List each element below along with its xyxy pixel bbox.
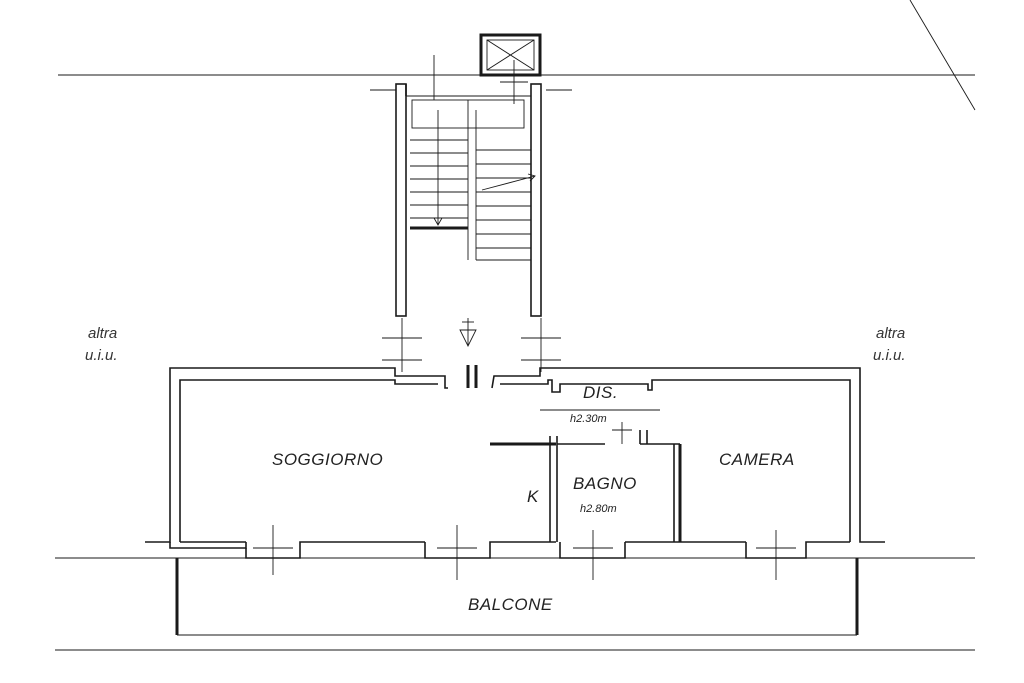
room-height-dis: h2.30m	[570, 413, 607, 425]
entrance-arrow-icon	[459, 318, 478, 388]
elevator-shaft	[479, 33, 542, 77]
stair-steps-left	[410, 139, 468, 219]
window-markers	[253, 525, 796, 580]
balcony	[55, 557, 975, 651]
room-label-dis: DIS.	[583, 383, 618, 402]
room-label-bagno: BAGNO	[573, 474, 637, 493]
room-height-bagno: h2.80m	[580, 503, 617, 515]
neighbor-label-left-line1: altra	[88, 325, 117, 342]
diagonal-boundary-line	[909, 0, 976, 111]
neighbor-label-right-line2: u.i.u.	[873, 347, 906, 364]
stairwell	[370, 55, 572, 317]
room-label-soggiorno: SOGGIORNO	[272, 450, 383, 469]
interior-walls	[490, 409, 682, 542]
neighbor-label-left-line2: u.i.u.	[85, 347, 118, 364]
room-label-camera: CAMERA	[719, 450, 795, 469]
entry-markers	[382, 318, 561, 372]
room-label-balcone: BALCONE	[468, 595, 553, 614]
room-label-kitchen: K	[527, 487, 539, 506]
neighbor-label-right-line1: altra	[876, 325, 905, 342]
stair-steps-right	[476, 149, 531, 261]
